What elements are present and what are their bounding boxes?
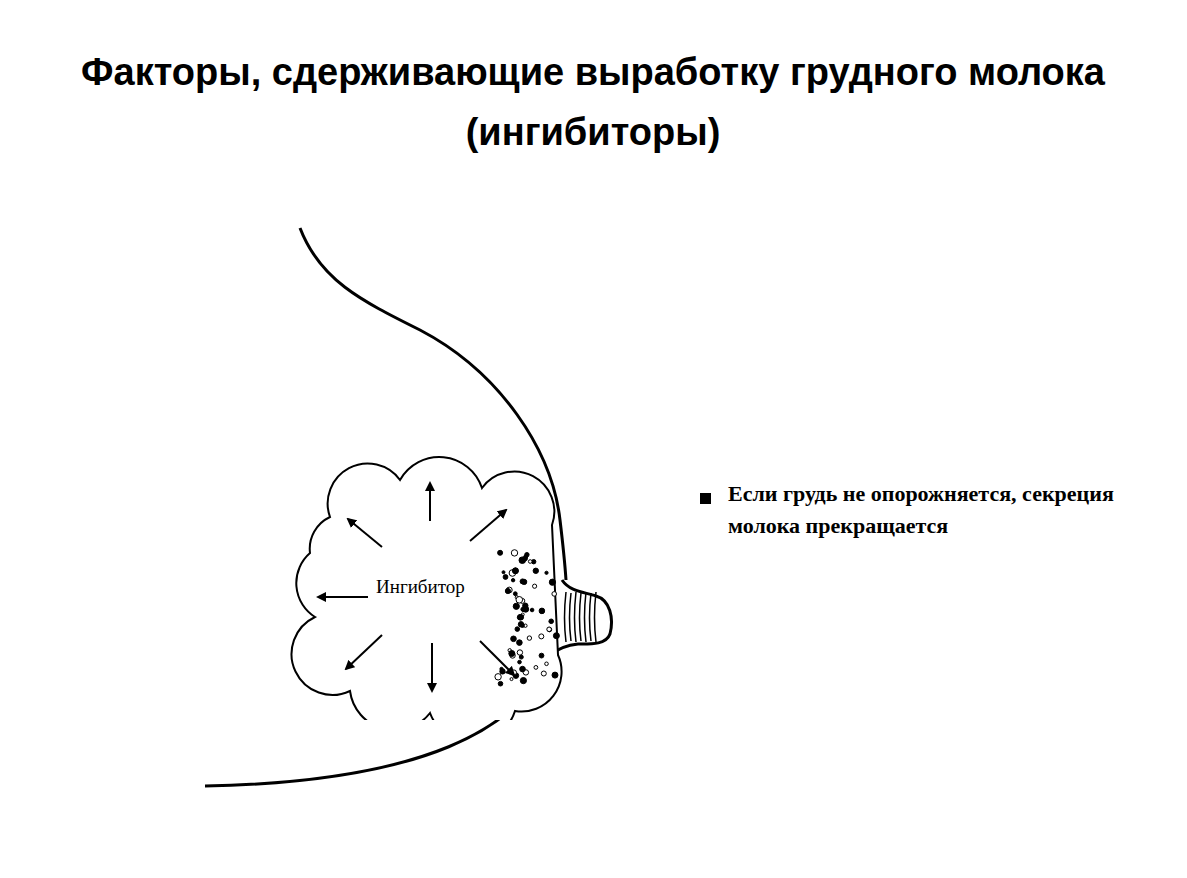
- note-text: Если грудь не опорожняется, секреция мол…: [728, 478, 1148, 542]
- nipple-ridges: [565, 592, 597, 642]
- title: Факторы, сдерживающие выработку грудного…: [73, 42, 1113, 162]
- alveolus-cloud: Ингибитор: [290, 455, 565, 720]
- bullet-square: [700, 493, 711, 504]
- node-label: Ингибитор: [374, 576, 467, 598]
